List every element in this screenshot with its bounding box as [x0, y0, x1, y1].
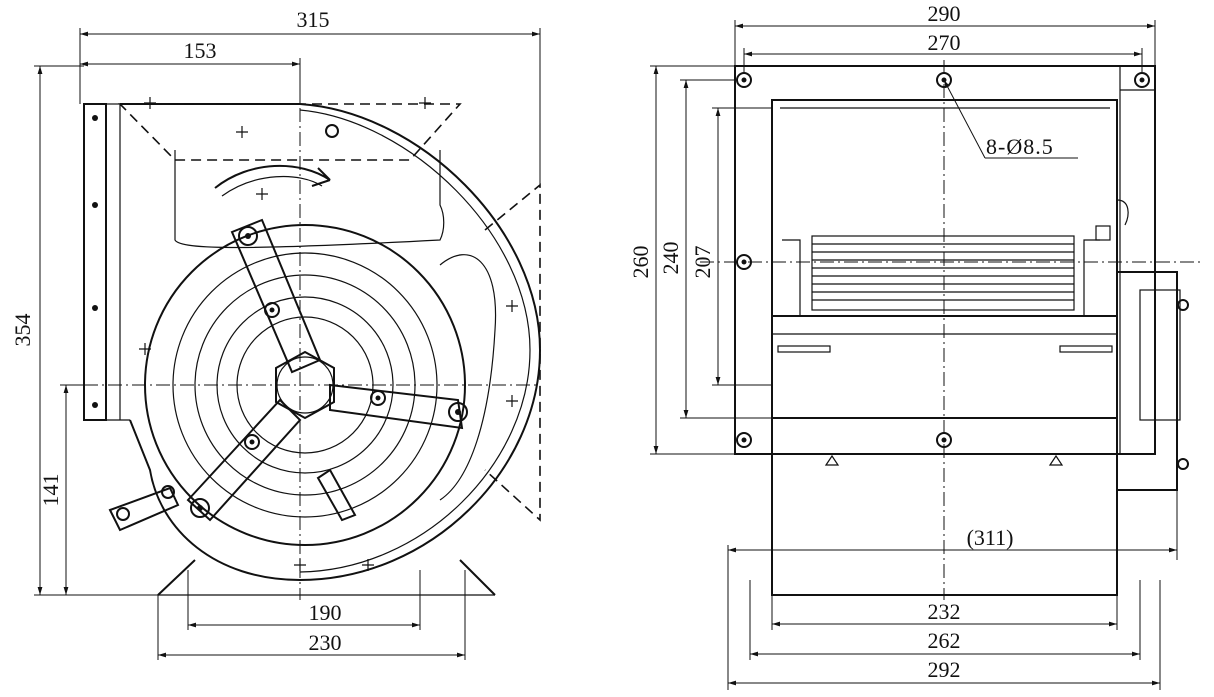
dim-315: 315	[297, 7, 330, 32]
dim-207: 207	[690, 246, 715, 279]
flange-holes	[92, 115, 98, 408]
dim-153: 153	[184, 38, 217, 63]
outlet-dashed	[118, 103, 462, 161]
dim-141: 141	[38, 474, 63, 507]
rotation-arrow-icon	[214, 164, 331, 189]
dim-311: (311)	[967, 525, 1014, 550]
spider-arms	[108, 218, 464, 532]
front-view: 8-Ø8.5 290 270 260 240 207 (311)	[628, 1, 1200, 690]
dim-354: 354	[10, 314, 35, 347]
bolt-hole-callout: 8-Ø8.5	[986, 134, 1054, 159]
arm-bolts	[116, 226, 468, 521]
side-flange-plate	[83, 103, 107, 421]
cross-markers	[139, 97, 518, 571]
dim-232: 232	[928, 599, 961, 624]
dim-290: 290	[928, 1, 961, 26]
front-flange-plate	[734, 65, 1156, 455]
impeller-blades	[811, 235, 1075, 311]
motor-assembly	[1095, 199, 1189, 491]
motor-hub	[275, 350, 335, 420]
dim-260: 260	[628, 246, 653, 279]
dim-262: 262	[928, 628, 961, 653]
dim-230: 230	[309, 630, 342, 655]
dim-270: 270	[928, 30, 961, 55]
dim-240: 240	[658, 242, 683, 275]
dim-190: 190	[309, 600, 342, 625]
scroll-housing	[120, 103, 542, 582]
side-base-feet	[157, 559, 496, 596]
side-view: 315 153 354 141 190 230	[10, 7, 542, 660]
dim-292: 292	[928, 657, 961, 682]
